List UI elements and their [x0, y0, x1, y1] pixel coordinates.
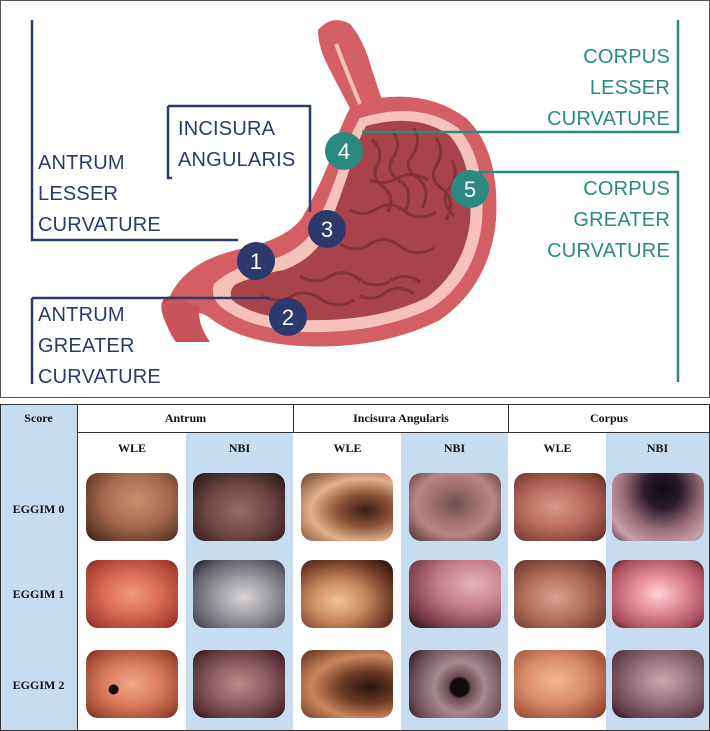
incisura-line-1: INCISURA [178, 118, 276, 140]
marker-5: 5 [451, 170, 489, 208]
corpus-lesser-line-3: CURVATURE [547, 108, 670, 130]
marker-3-label: 3 [321, 217, 333, 242]
mode-header-antrum-nbi: NBI [228, 440, 251, 455]
incisura-line-2: ANGULARIS [178, 149, 296, 171]
score-header: Score [24, 410, 53, 425]
endoscopy-image [514, 560, 606, 628]
mode-header-antrum-wle: WLE [117, 440, 146, 455]
endoscopy-image [514, 650, 606, 718]
endoscopy-image [86, 650, 178, 718]
mode-header-corpus-wle: WLE [543, 440, 572, 455]
endoscopy-image [612, 650, 704, 718]
group-header-incisura-angularis: Incisura Angularis [353, 410, 449, 425]
duodenum [161, 296, 210, 342]
row-label-eggim-1: EGGIM 1 [12, 586, 65, 601]
corpus-lesser-line-1: CORPUS [583, 46, 670, 68]
endoscopy-image [301, 473, 393, 541]
stomach-diagram-panel: 1 2 3 4 5 ANTRUM LESSER CURVATURE ANTRUM… [0, 0, 710, 398]
endoscopy-image [514, 473, 606, 541]
corpus-greater-line-1: CORPUS [583, 178, 670, 200]
endoscopy-image [409, 473, 501, 541]
row-label-eggim-2: EGGIM 2 [12, 677, 65, 692]
header-bottom-border [77, 432, 710, 433]
antrum-lesser-line-2: LESSER [38, 183, 119, 205]
row-label-eggim-0: EGGIM 0 [12, 501, 65, 516]
endoscopy-image [86, 473, 178, 541]
eggim-score-table: Score Antrum Incisura Angularis Corpus W… [0, 404, 710, 731]
esophagus [318, 20, 382, 112]
label-antrum-lesser-curvature: ANTRUM LESSER CURVATURE [38, 148, 161, 241]
score-column-divider [77, 404, 78, 731]
mode-header-corpus-nbi: NBI [646, 440, 669, 455]
antrum-greater-line-3: CURVATURE [38, 366, 161, 388]
marker-1-label: 1 [250, 249, 262, 274]
marker-5-label: 5 [464, 177, 476, 202]
mode-header-incisura-wle: WLE [333, 440, 362, 455]
endoscopy-image [409, 650, 501, 718]
endoscopy-image [301, 650, 393, 718]
antrum-incisura-divider [293, 404, 294, 432]
label-antrum-greater-curvature: ANTRUM GREATER CURVATURE [38, 300, 161, 393]
endoscopy-image [193, 650, 285, 718]
corpus-greater-line-3: CURVATURE [547, 240, 670, 262]
antrum-lesser-line-1: ANTRUM [38, 152, 125, 174]
label-corpus-lesser-curvature: CORPUS LESSER CURVATURE [547, 42, 670, 135]
endoscopy-image [301, 560, 393, 628]
marker-4-label: 4 [338, 139, 350, 164]
label-incisura-angularis: INCISURA ANGULARIS [178, 114, 295, 176]
endoscopy-image [409, 560, 501, 628]
marker-4: 4 [325, 132, 363, 170]
gastric-rugae [261, 127, 457, 307]
leader-lines-teal [362, 20, 680, 382]
antrum-lesser-line-3: CURVATURE [38, 214, 161, 236]
corpus-lesser-line-2: LESSER [589, 77, 670, 99]
group-header-corpus: Corpus [589, 410, 628, 425]
table-left-border [0, 404, 1, 731]
endoscopy-image [193, 560, 285, 628]
mode-header-incisura-nbi: NBI [443, 440, 466, 455]
antrum-greater-line-1: ANTRUM [38, 304, 125, 326]
group-header-antrum: Antrum [164, 410, 207, 425]
endoscopy-image [612, 560, 704, 628]
endoscopy-image [86, 560, 178, 628]
esophagus-inner [334, 43, 362, 105]
marker-2: 2 [269, 298, 307, 336]
leader-lines-navy [30, 20, 312, 384]
marker-2-label: 2 [282, 305, 294, 330]
marker-3: 3 [308, 210, 346, 248]
antrum-greater-line-2: GREATER [38, 335, 135, 357]
incisura-corpus-divider [508, 404, 509, 432]
corpus-greater-line-2: GREATER [573, 209, 670, 231]
score-header-bg [0, 404, 77, 731]
stomach-illustration: 1 2 3 4 5 [0, 0, 710, 398]
label-corpus-greater-curvature: CORPUS GREATER CURVATURE [547, 174, 670, 267]
marker-1: 1 [237, 242, 275, 280]
endoscopy-image [193, 473, 285, 541]
endoscopy-image [612, 473, 704, 541]
table-top-border [0, 404, 710, 405]
